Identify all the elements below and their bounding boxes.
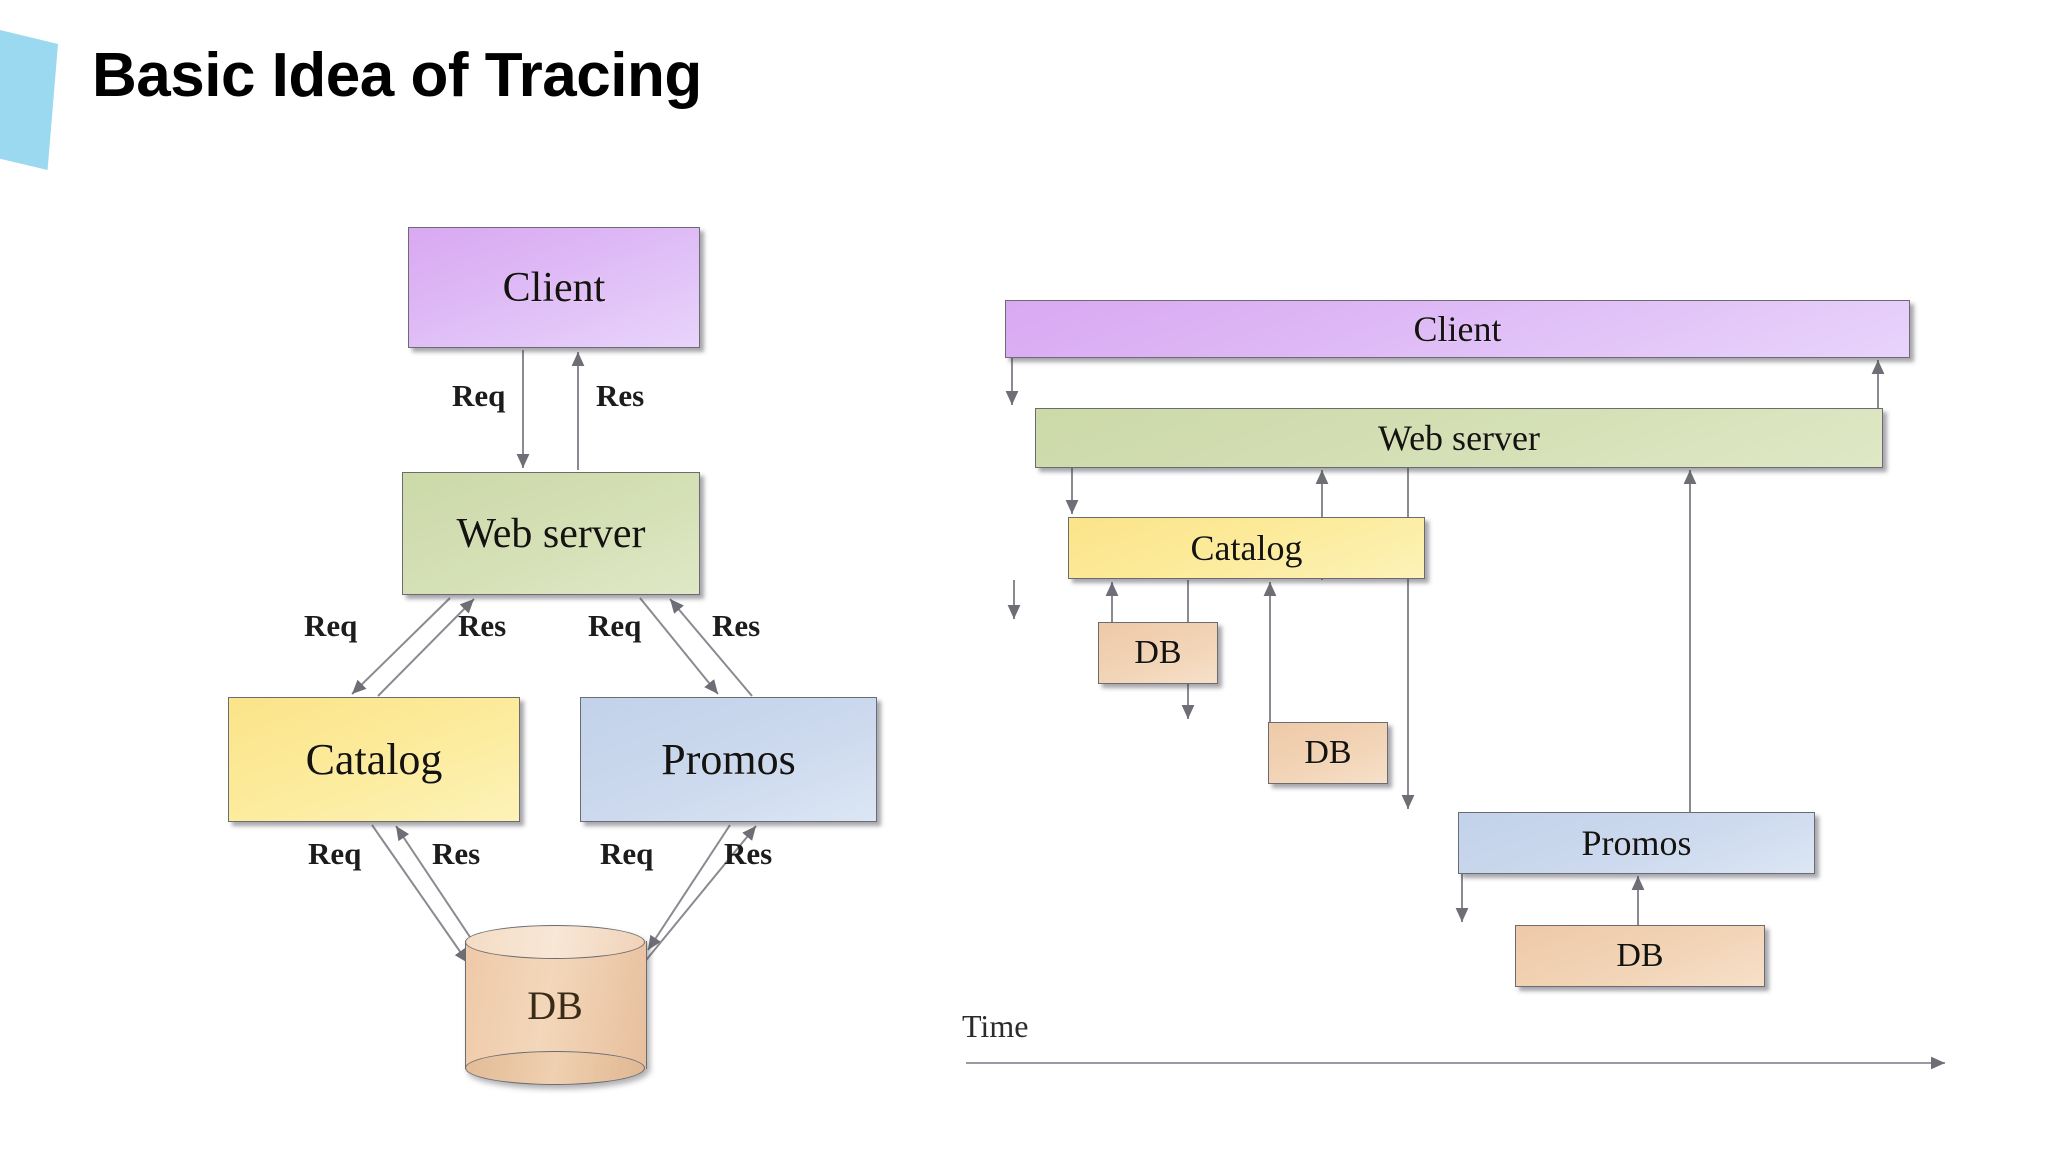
db-cylinder-bottom: [465, 1051, 645, 1085]
page-title: Basic Idea of Tracing: [92, 41, 702, 110]
span-db-1-label: DB: [1134, 634, 1182, 671]
node-web-server-label: Web server: [456, 510, 646, 557]
db-cylinder-top: [465, 925, 645, 959]
slide-accent-shape: [0, 30, 58, 170]
node-promos-label: Promos: [661, 735, 796, 784]
span-promos[interactable]: Promos: [1458, 812, 1815, 874]
left-diagram: Client Web server Catalog Promos DB Req …: [0, 0, 900, 1152]
node-client[interactable]: Client: [408, 227, 700, 348]
node-catalog[interactable]: Catalog: [228, 697, 520, 822]
span-web-server[interactable]: Web server: [1035, 408, 1883, 468]
edge-label-catalog-db-res: Res: [432, 836, 481, 871]
edge-label-catalog-res: Res: [458, 608, 507, 643]
span-promos-label: Promos: [1581, 823, 1692, 863]
node-db-cylinder[interactable]: DB: [465, 925, 647, 1085]
span-catalog[interactable]: Catalog: [1068, 517, 1425, 579]
span-db-1[interactable]: DB: [1098, 622, 1218, 684]
db-cylinder-body: [465, 941, 647, 1069]
edge-label-promos-db-req: Req: [600, 836, 654, 871]
span-db-2[interactable]: DB: [1268, 722, 1388, 784]
right-diagram: Client Web server Catalog DB DB Promos D…: [900, 0, 2048, 1152]
node-promos[interactable]: Promos: [580, 697, 877, 822]
node-db-label: DB: [527, 982, 583, 1028]
edge-label-client-res: Res: [596, 378, 645, 413]
span-db-3[interactable]: DB: [1515, 925, 1765, 987]
time-axis-label: Time: [962, 1008, 1029, 1044]
edge-web-catalog-req: [351, 597, 451, 695]
edge-label-promos-res: Res: [712, 608, 761, 643]
edge-promos-db-req: [647, 824, 731, 951]
span-client[interactable]: Client: [1005, 300, 1910, 358]
edge-web-promos-req: [639, 597, 719, 695]
edge-label-promos-db-res: Res: [724, 836, 773, 871]
edge-label-promos-req: Req: [588, 608, 642, 643]
edge-label-client-req: Req: [452, 378, 506, 413]
span-client-label: Client: [1413, 309, 1502, 349]
node-client-label: Client: [502, 264, 606, 311]
node-web-server[interactable]: Web server: [402, 472, 700, 595]
span-web-server-label: Web server: [1377, 418, 1541, 458]
span-db-2-label: DB: [1304, 734, 1352, 771]
edge-label-catalog-db-req: Req: [308, 836, 362, 871]
span-db-3-label: DB: [1616, 937, 1664, 974]
node-catalog-label: Catalog: [305, 735, 443, 784]
span-catalog-label: Catalog: [1190, 528, 1303, 568]
edge-label-catalog-req: Req: [304, 608, 358, 643]
